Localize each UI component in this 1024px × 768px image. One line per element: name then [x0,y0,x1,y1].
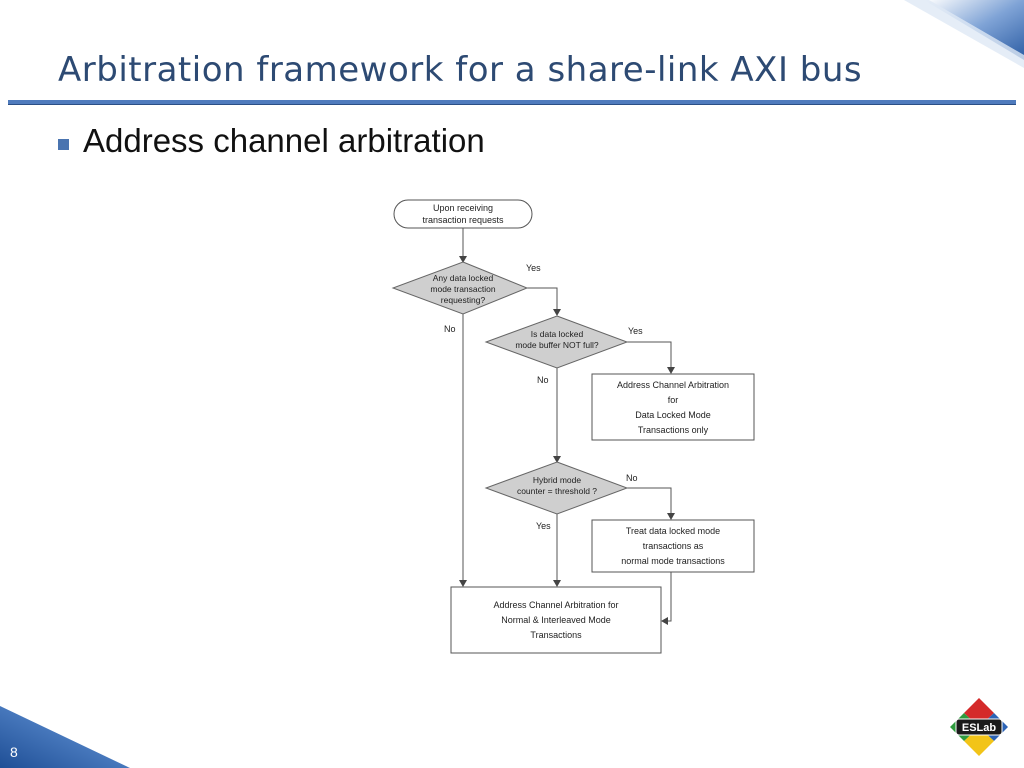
box-locked-line-3: Data Locked Mode [635,410,711,420]
decision-hybrid-counter: Hybrid mode counter = threshold ? [484,461,629,515]
decision1-no-label: No [444,324,456,334]
bullet-item: Address channel arbitration [58,122,485,160]
decision2-line-2: mode buffer NOT full? [515,340,599,350]
box-treat-line-2: transactions as [643,541,704,551]
slide-title: Arbitration framework for a share-link A… [58,50,863,90]
corner-decoration-bottom-left [0,706,130,768]
box-treat-line-3: normal mode transactions [621,556,725,566]
decision1-yes-label: Yes [526,263,541,273]
box-locked-line-2: for [668,395,679,405]
bullet-square-icon [58,138,69,150]
decision-data-locked-request: Any data locked mode transaction request… [391,261,529,315]
decision3-no-label: No [626,473,638,483]
decision1-line-2: mode transaction [430,284,495,294]
corner-decoration-top-right [904,0,1024,68]
start-line-2: transaction requests [422,215,504,225]
start-line-1: Upon receiving [433,203,493,213]
page-number: 8 [10,744,18,760]
decision-buffer-not-full: Is data locked mode buffer NOT full? [484,315,629,369]
decision3-yes-label: Yes [536,521,551,531]
box-normal-line-2: Normal & Interleaved Mode [501,615,611,625]
box-treat-line-1: Treat data locked mode [626,526,720,536]
decision1-line-3: requesting? [441,295,486,305]
title-underline [8,100,1016,105]
start-terminal: Upon receiving transaction requests [393,199,533,229]
decision2-line-1: Is data locked [531,329,584,339]
box-data-locked-arbitration: Address Channel Arbitration for Data Loc… [591,373,755,441]
decision3-line-2: counter = threshold ? [517,486,597,496]
box-locked-line-4: Transactions only [638,425,709,435]
eslab-logo: ESLab [950,698,1008,756]
decision1-line-1: Any data locked [433,273,494,283]
bullet-text: Address channel arbitration [83,122,485,159]
decision2-yes-label: Yes [628,326,643,336]
svg-text:ESLab: ESLab [962,722,997,734]
box-locked-line-1: Address Channel Arbitration [617,380,729,390]
decision2-no-label: No [537,375,549,385]
box-normal-line-3: Transactions [530,630,582,640]
flowchart: Upon receiving transaction requests Any … [391,199,755,654]
decision3-line-1: Hybrid mode [533,475,581,485]
box-normal-line-1: Address Channel Arbitration for [493,600,618,610]
box-normal-interleaved-arbitration: Address Channel Arbitration for Normal &… [450,586,662,654]
box-treat-as-normal: Treat data locked mode transactions as n… [591,519,755,573]
